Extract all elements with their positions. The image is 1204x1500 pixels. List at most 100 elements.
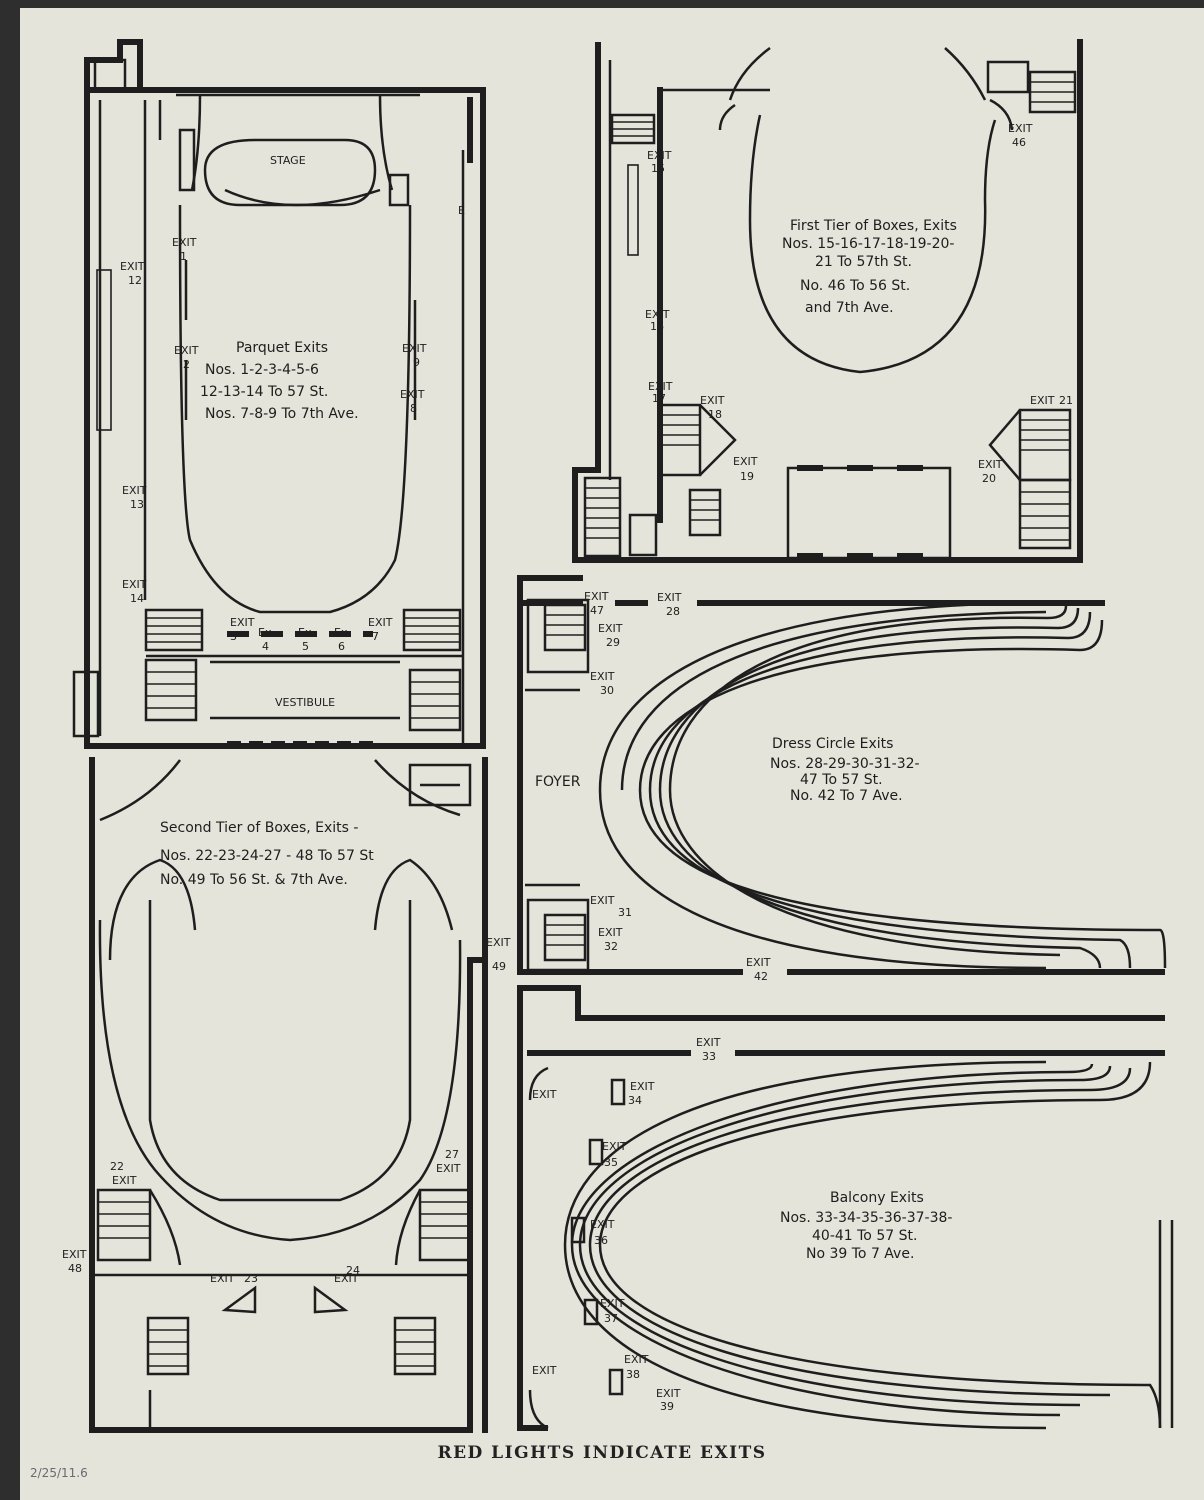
- exit-word: EXIT: [600, 1297, 625, 1310]
- first-tier-line-4: and 7th Ave.: [805, 300, 894, 316]
- exit-word: EXIT: [590, 894, 615, 907]
- exit-35-number: 35: [604, 1156, 618, 1169]
- exit-word: EXIT: [700, 394, 725, 407]
- parquet-plan: [72, 39, 486, 749]
- exit-21-number: 21: [1059, 394, 1073, 407]
- first-tier-plan: [572, 39, 1083, 563]
- exit-word: EXIT: [402, 342, 427, 355]
- exit-22-number: 22: [110, 1160, 124, 1173]
- exit-23-number: 23: [244, 1272, 258, 1285]
- archive-handwritten-note: 2/25/11.6: [30, 1466, 88, 1480]
- exit-37-number: 37: [604, 1312, 618, 1325]
- exit-word: EXIT: [1030, 394, 1055, 407]
- parquet-line-1: Nos. 1-2-3-4-5-6: [205, 362, 319, 378]
- exit-word: EXIT: [334, 1272, 359, 1285]
- exit-27-number: 27: [445, 1148, 459, 1161]
- exit-34-number: 34: [628, 1094, 642, 1107]
- exit-39-number: 39: [660, 1400, 674, 1413]
- exit-word: EXIT: [598, 622, 623, 635]
- first-tier-title: First Tier of Boxes, Exits: [790, 218, 957, 234]
- exit-word: EXIT: [230, 616, 255, 629]
- exit-46-number: 46: [1012, 136, 1026, 149]
- balcony-plan: [517, 985, 1174, 1431]
- second-tier-plan: [89, 757, 488, 1433]
- exit-word: EXIT: [112, 1174, 137, 1187]
- exit-7-number: 7: [372, 630, 379, 643]
- exit-18-number: 18: [708, 408, 722, 421]
- balcony-line-3: No 39 To 7 Ave.: [806, 1246, 914, 1262]
- balcony-line-1: Nos. 33-34-35-36-37-38-: [780, 1210, 952, 1226]
- ex-word: Ex: [258, 626, 272, 639]
- parquet-line-2: 12-13-14 To 57 St.: [200, 384, 328, 400]
- ex-word: Ex: [334, 626, 348, 639]
- exit-48-number: 48: [68, 1262, 82, 1275]
- ex-word: Ex: [298, 626, 312, 639]
- exit-8-number: 8: [410, 402, 417, 415]
- foyer-label: FOYER: [535, 774, 581, 790]
- exit-32-number: 32: [604, 940, 618, 953]
- parquet-rear-stairs: [72, 608, 462, 738]
- dress-circle-title: Dress Circle Exits: [772, 736, 893, 752]
- exit-word: EXIT: [174, 344, 199, 357]
- exit-42-number: 42: [754, 970, 768, 983]
- exit-word: EXIT: [120, 260, 145, 273]
- exit-word: EXIT: [746, 956, 771, 969]
- exit-word: EXIT: [532, 1088, 557, 1101]
- paper-sheet: [20, 8, 1204, 1500]
- exit-17-number: 17: [652, 392, 666, 405]
- exit-12-number: 12: [128, 274, 142, 287]
- exit-33-number: 33: [702, 1050, 716, 1063]
- dress-circle-line-2: 47 To 57 St.: [800, 772, 883, 788]
- exit-word: EXIT: [696, 1036, 721, 1049]
- dress-circle-line-1: Nos. 28-29-30-31-32-: [770, 756, 920, 772]
- exit-word: EXIT: [486, 936, 511, 949]
- exit-20-number: 20: [982, 472, 996, 485]
- exit-36-number: 36: [594, 1234, 608, 1247]
- exit-word: EXIT: [532, 1364, 557, 1377]
- exit-word: EXIT: [630, 1080, 655, 1093]
- exit-word: EXIT: [978, 458, 1003, 471]
- exit-word: EXIT: [590, 1218, 615, 1231]
- exit-word: EXIT: [590, 670, 615, 683]
- second-tier-title: Second Tier of Boxes, Exits -: [160, 820, 358, 836]
- exit-word: EXIT: [624, 1353, 649, 1366]
- exit-19-number: 19: [740, 470, 754, 483]
- exit-2-number: 2: [183, 358, 190, 371]
- first-tier-line-1: Nos. 15-16-17-18-19-20-: [782, 236, 954, 252]
- exit-word: EXIT: [645, 308, 670, 321]
- exit-6-number: 6: [338, 640, 345, 653]
- exit-29-number: 29: [606, 636, 620, 649]
- exit-24-number: 24: [346, 1264, 360, 1277]
- exit-word: EXIT: [172, 236, 197, 249]
- exit-word: EXIT: [602, 1140, 627, 1153]
- exit-9-number: 9: [413, 356, 420, 369]
- exit-31-number: 31: [618, 906, 632, 919]
- first-tier-line-2: 21 To 57th St.: [815, 254, 912, 270]
- exit-14-number: 14: [130, 592, 144, 605]
- dress-circle-plan: [517, 575, 1167, 975]
- parquet-e-mark: E: [458, 204, 465, 217]
- dress-circle-line-3: No. 42 To 7 Ave.: [790, 788, 903, 804]
- exit-word: EXIT: [733, 455, 758, 468]
- exit-30-number: 30: [600, 684, 614, 697]
- exit-3-number: 3: [230, 630, 237, 643]
- exit-word: EXIT: [122, 578, 147, 591]
- second-tier-line-1: Nos. 22-23-24-27 - 48 To 57 St: [160, 848, 374, 864]
- exit-lights-caption: RED LIGHTS INDICATE EXITS: [437, 1443, 767, 1463]
- balcony-line-2: 40-41 To 57 St.: [812, 1228, 917, 1244]
- exit-word: EXIT: [436, 1162, 461, 1175]
- exit-13-number: 13: [130, 498, 144, 511]
- exit-16-number: 16: [650, 320, 664, 333]
- stage-label: STAGE: [270, 154, 306, 167]
- exit-15-number: 15: [651, 162, 665, 175]
- exit-word: EXIT: [648, 380, 673, 393]
- exit-1-number: 1: [180, 250, 187, 263]
- exit-word: EXIT: [657, 591, 682, 604]
- vestibule-label: VESTIBULE: [275, 696, 335, 709]
- exit-word: EXIT: [122, 484, 147, 497]
- exit-5-number: 5: [302, 640, 309, 653]
- exit-word: EXIT: [400, 388, 425, 401]
- exit-38-number: 38: [626, 1368, 640, 1381]
- exit-word: EXIT: [62, 1248, 87, 1261]
